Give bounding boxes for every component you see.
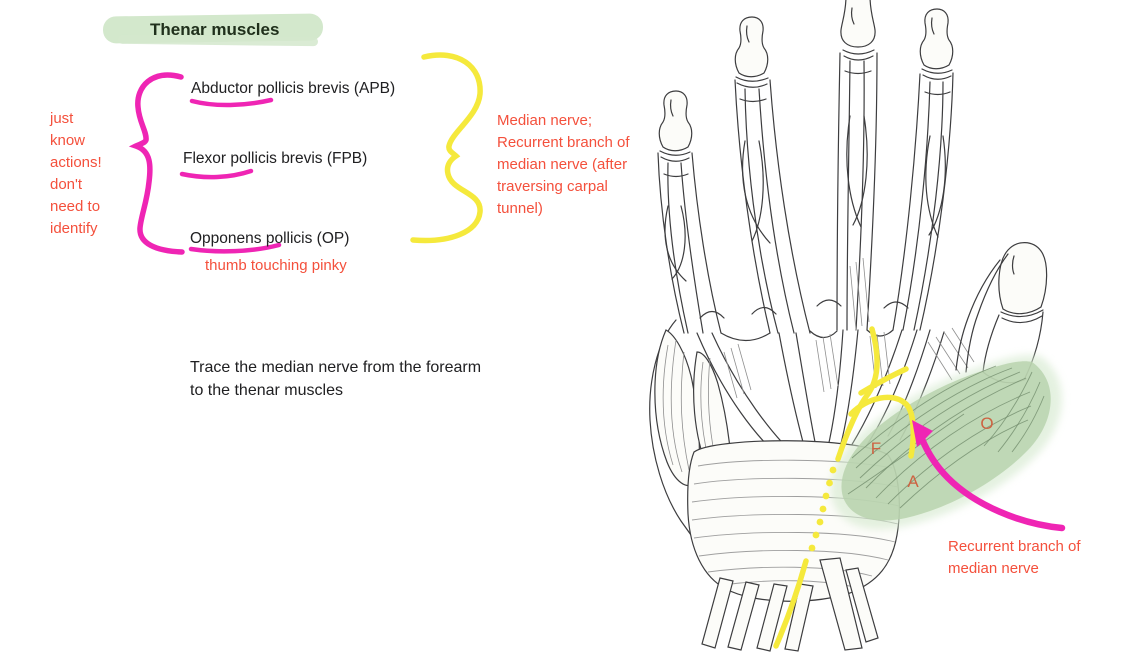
left-note-line: don't [50, 176, 83, 193]
left-note-line: need to [50, 198, 101, 215]
finger-middle [836, 0, 878, 331]
palm-muscle-hatching [723, 257, 975, 399]
letter-apb: A [907, 472, 919, 491]
underline-abductor [189, 97, 274, 108]
forearm-tendons [701, 557, 879, 652]
underline-flexor [179, 168, 254, 180]
nerve-note-line: Recurrent branch of [497, 134, 630, 151]
page-title: Thenar muscles [150, 20, 280, 39]
nerve-supply-note: Median nerve; Recurrent branch of median… [497, 110, 630, 220]
finger-pinky [657, 90, 722, 334]
recurrent-branch-label: Recurrent branch of median nerve [948, 536, 1081, 580]
pink-brace [128, 72, 185, 255]
finger-ring [734, 16, 811, 334]
nerve-note-line: median nerve (after [497, 156, 628, 173]
pink-arrow [912, 420, 1066, 532]
left-note-line: just [50, 110, 74, 127]
nerve-note-line: traversing carpal [497, 178, 608, 195]
finger-index [892, 8, 954, 331]
letter-op: O [980, 414, 994, 433]
left-note-line: identify [50, 220, 98, 237]
task-line: Trace the median nerve from the forearm [190, 359, 482, 376]
muscle-item-apb: Abductor pollicis brevis (APB) [191, 80, 396, 97]
nerve-note-line: Median nerve; [497, 112, 593, 129]
task-note: Trace the median nerve from the forearm … [190, 356, 481, 402]
underline-opponens [188, 242, 282, 254]
nerve-note-line: tunnel) [497, 200, 543, 217]
muscle-item-fpb: Flexor pollicis brevis (FPB) [183, 150, 368, 167]
letter-fpb: F [870, 439, 882, 458]
recurrent-label-line: median nerve [948, 560, 1039, 577]
left-note-line: actions! [50, 154, 102, 171]
title-highlight [103, 13, 324, 47]
yellow-brace [410, 52, 483, 244]
left-study-note: just know actions! don't need to identif… [50, 108, 102, 240]
thenar-highlight [830, 354, 1062, 530]
thenar-muscle-grain [847, 365, 1045, 509]
left-note-line: know [50, 132, 86, 149]
task-line: to the thenar muscles [190, 382, 343, 399]
op-action-note: thumb touching pinky [205, 257, 347, 274]
recurrent-label-line: Recurrent branch of [948, 538, 1081, 555]
median-nerve-trace [773, 326, 917, 649]
recurrent-branch-stroke [848, 394, 917, 459]
muscle-item-op: Opponens pollicis (OP) [190, 230, 350, 247]
